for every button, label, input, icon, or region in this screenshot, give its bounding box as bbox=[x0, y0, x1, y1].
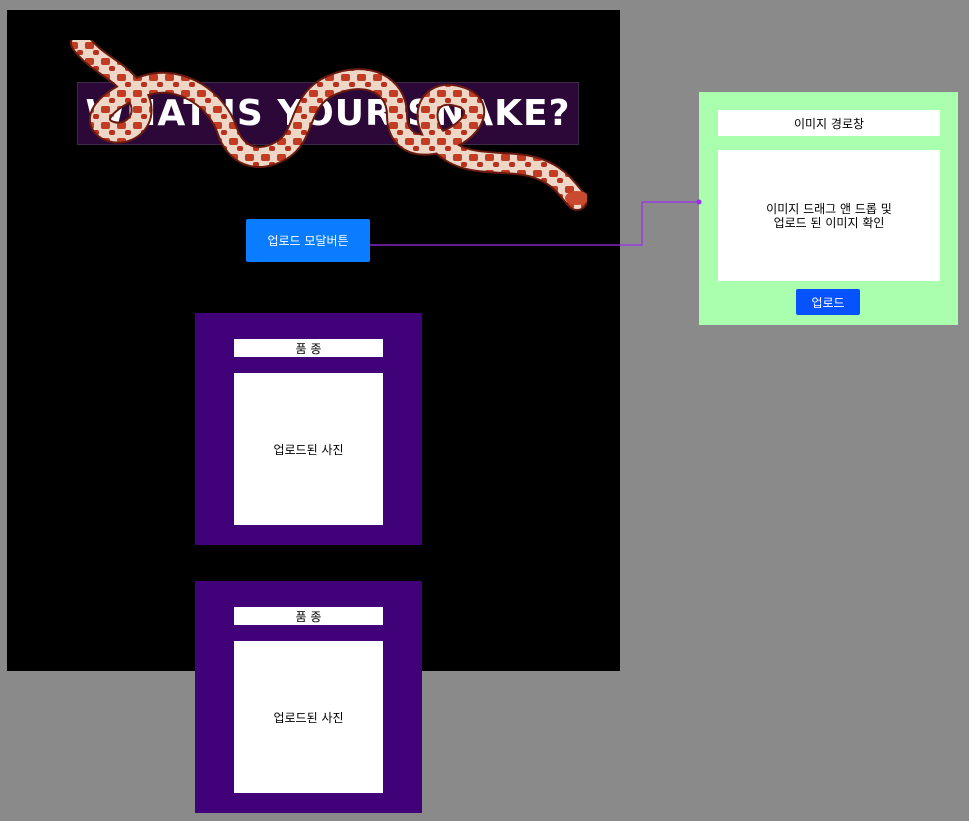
title-banner: WHAT IS YOUR SNAKE? bbox=[77, 82, 579, 145]
upload-modal-button-label: 업로드 모달버튼 bbox=[267, 234, 349, 248]
upload-modal: 이미지 경로창 이미지 드래그 앤 드롭 및 업로드 된 이미지 확인 업로드 bbox=[699, 92, 958, 325]
breed-label: 품 종 bbox=[234, 339, 383, 357]
image-path-label: 이미지 경로창 bbox=[793, 116, 865, 131]
uploaded-photo: 업로드된 사진 bbox=[234, 641, 383, 793]
image-path-field[interactable]: 이미지 경로창 bbox=[718, 110, 940, 136]
page-title: WHAT IS YOUR SNAKE? bbox=[85, 93, 571, 134]
upload-modal-button[interactable]: 업로드 모달버튼 bbox=[246, 219, 370, 262]
result-card: 품 종 업로드된 사진 bbox=[195, 313, 422, 545]
breed-label: 품 종 bbox=[234, 607, 383, 625]
drop-zone-text-line1: 이미지 드래그 앤 드롭 및 bbox=[766, 201, 892, 216]
result-card: 품 종 업로드된 사진 bbox=[195, 581, 422, 813]
modal-upload-button-label: 업로드 bbox=[811, 295, 845, 310]
drop-zone-text-line2: 업로드 된 이미지 확인 bbox=[773, 215, 885, 230]
image-drop-zone[interactable]: 이미지 드래그 앤 드롭 및 업로드 된 이미지 확인 bbox=[718, 150, 940, 281]
modal-upload-button[interactable]: 업로드 bbox=[796, 289, 860, 315]
uploaded-photo: 업로드된 사진 bbox=[234, 373, 383, 525]
